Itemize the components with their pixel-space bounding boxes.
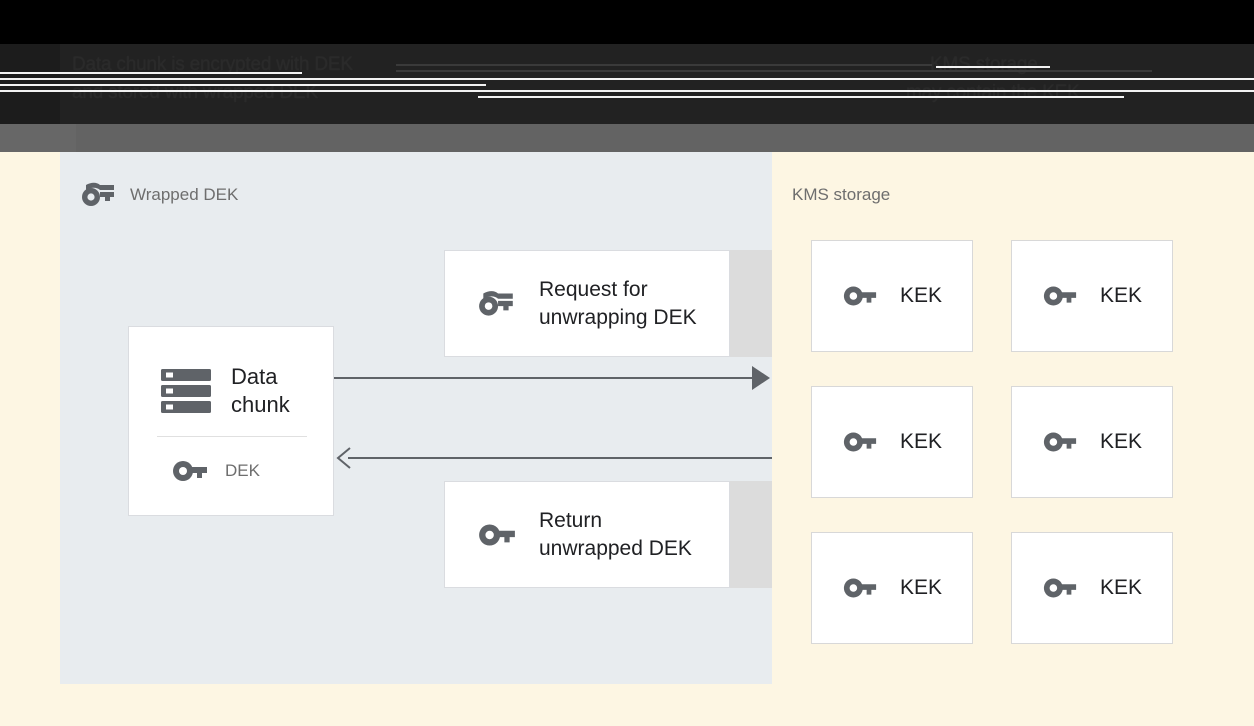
return-unwrapped-text: Return unwrapped DEK: [539, 507, 692, 563]
kek-row: KEK KEK: [811, 240, 1173, 352]
kek-label: KEK: [899, 430, 943, 453]
key-icon: [842, 430, 878, 454]
header-gray-band: [0, 124, 1254, 152]
header-gray-band-left: [0, 124, 76, 152]
request-unwrap-line2: unwrapping DEK: [539, 305, 697, 329]
scanline-artifact: [396, 70, 1152, 72]
kek-box[interactable]: KEK: [811, 386, 973, 498]
return-unwrapped-line2: unwrapped DEK: [539, 536, 692, 560]
scanline-artifact: [396, 64, 932, 66]
wrapped-key-icon: [477, 290, 517, 318]
scanline-artifact: [0, 78, 1254, 80]
kek-label: KEK: [899, 576, 943, 599]
key-icon: [477, 522, 517, 548]
kek-box[interactable]: KEK: [1011, 386, 1173, 498]
scanline-artifact: [936, 66, 1050, 68]
header-caption-right-line2: may contain the KEK: [906, 82, 1080, 103]
request-card-clip-strip: [730, 250, 772, 357]
request-arrow-head: [752, 366, 770, 390]
return-unwrapped-card[interactable]: Return unwrapped DEK: [444, 481, 730, 588]
data-chunk-dek-row: DEK: [171, 459, 260, 483]
request-arrow-line: [334, 377, 760, 379]
kek-box[interactable]: KEK: [811, 240, 973, 352]
scanline-artifact: [0, 72, 302, 74]
key-icon: [842, 576, 878, 600]
wrapped-key-icon: [80, 182, 118, 208]
request-unwrap-line1: Request for: [539, 277, 648, 301]
data-chunk-card[interactable]: Data chunk DEK: [128, 326, 334, 516]
data-chunk-dek-label: DEK: [225, 461, 260, 480]
key-icon: [842, 284, 878, 308]
key-icon: [1042, 576, 1078, 600]
kek-box[interactable]: KEK: [811, 532, 973, 644]
kek-box[interactable]: KEK: [1011, 532, 1173, 644]
key-icon: [1042, 430, 1078, 454]
return-arrow-line: [348, 457, 772, 459]
panel-title-wrapped-dek: Wrapped DEK: [130, 185, 239, 204]
return-unwrapped-line1: Return: [539, 508, 603, 532]
request-unwrap-text: Request for unwrapping DEK: [539, 276, 697, 332]
request-unwrap-card[interactable]: Request for unwrapping DEK: [444, 250, 730, 357]
scanline-artifact: [1080, 90, 1254, 92]
kek-label: KEK: [1099, 430, 1143, 453]
header-caption-left-line2: and stored with wrapped DEK: [72, 82, 318, 103]
data-chunk-header: Data chunk: [159, 363, 290, 419]
panel-title-kms-storage: KMS storage: [792, 185, 891, 204]
kek-grid: KEK KEK: [811, 240, 1173, 678]
key-icon: [171, 459, 209, 483]
kek-row: KEK KEK: [811, 532, 1173, 644]
header-black-band: [0, 0, 1254, 44]
data-chunk-title: Data chunk: [231, 363, 290, 419]
header-caption-right-line1: KMS storage: [930, 54, 1038, 75]
header-caption-left-line1: Data chunk is encrypted with DEK: [72, 54, 353, 75]
kek-row: KEK KEK: [811, 386, 1173, 498]
kek-label: KEK: [899, 284, 943, 307]
return-arrow-head: [336, 447, 351, 469]
kek-label: KEK: [1099, 576, 1143, 599]
data-chunk-title-line2: chunk: [231, 392, 290, 417]
kek-box[interactable]: KEK: [1011, 240, 1173, 352]
scanline-artifact: [0, 90, 1254, 92]
data-chunk-divider: [157, 436, 307, 437]
storage-icon: [159, 364, 213, 418]
data-chunk-title-line1: Data: [231, 364, 278, 389]
scanline-artifact: [478, 96, 1124, 98]
kek-label: KEK: [1099, 284, 1143, 307]
scanline-artifact: [0, 84, 486, 86]
return-card-clip-strip: [730, 481, 772, 588]
key-icon: [1042, 284, 1078, 308]
